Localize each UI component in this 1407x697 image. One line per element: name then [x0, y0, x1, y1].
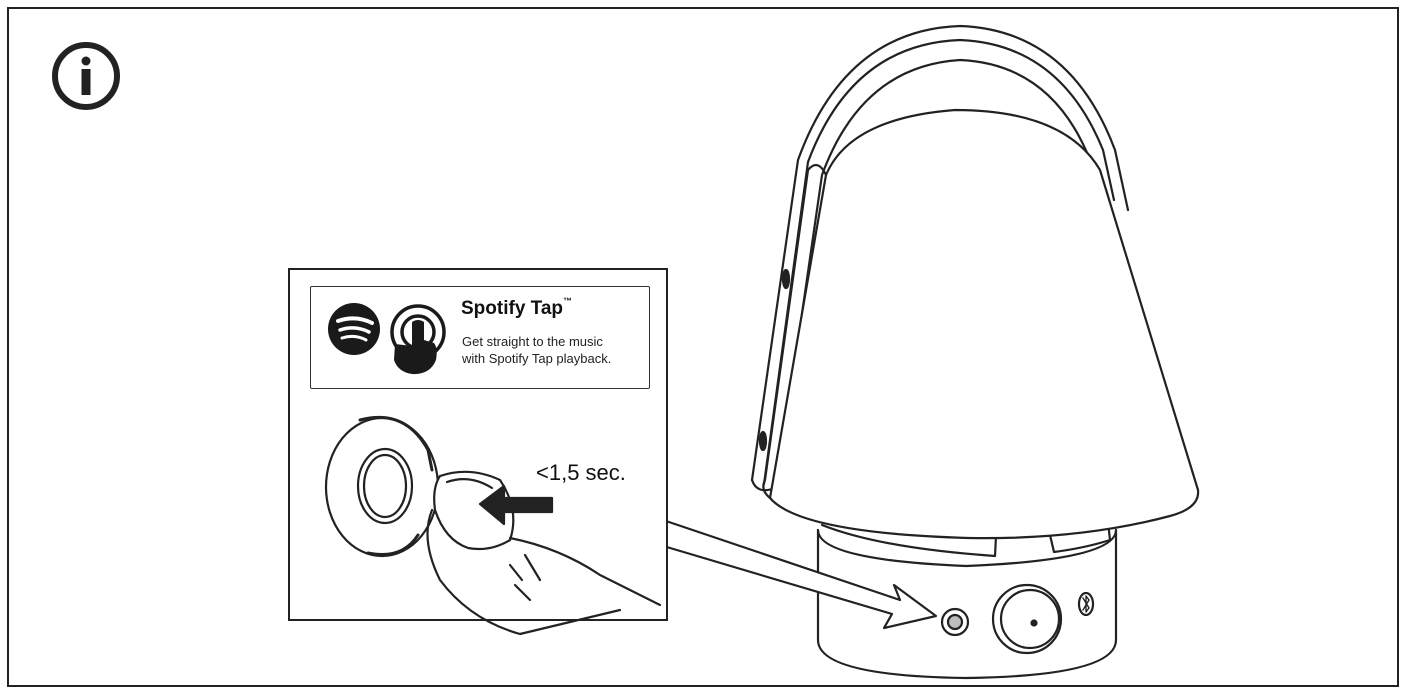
spotify-tap-title: Spotify Tap™: [461, 296, 573, 319]
description-line-2: with Spotify Tap playback.: [462, 351, 612, 366]
spotify-tap-description: Get straight to the music with Spotify T…: [462, 333, 611, 367]
info-icon: [52, 42, 120, 110]
trademark-symbol: ™: [563, 296, 573, 306]
diagram-frame: [7, 7, 1399, 687]
spotify-logo-icon: [328, 303, 380, 355]
tap-hand-icon: [390, 304, 446, 375]
description-line-1: Get straight to the music: [462, 334, 603, 349]
press-duration-label: <1,5 sec.: [536, 460, 626, 485]
spotify-tap-box: [310, 286, 650, 389]
